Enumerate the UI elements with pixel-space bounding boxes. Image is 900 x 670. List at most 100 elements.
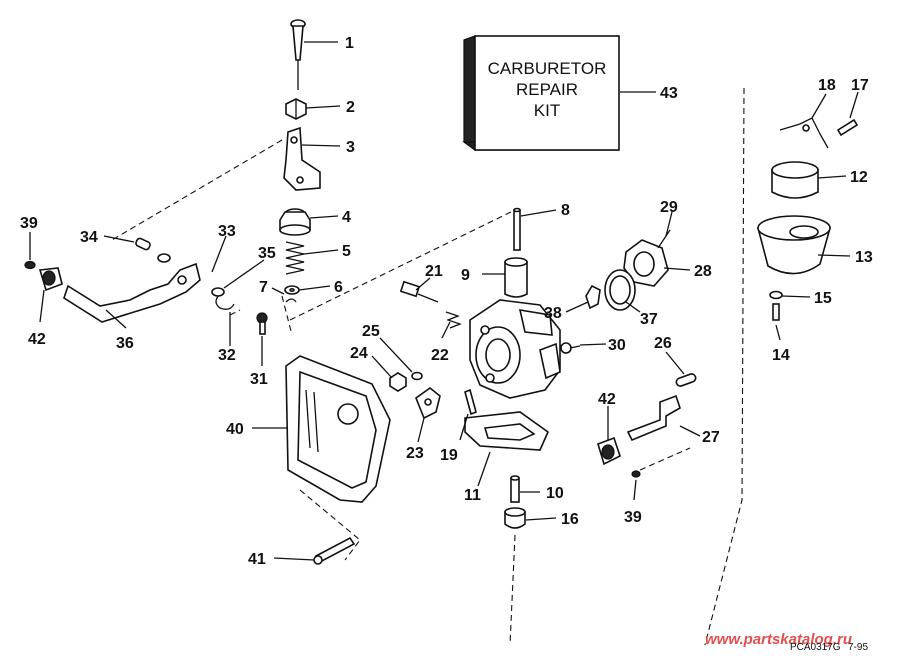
- part-5-spring: [285, 241, 305, 275]
- part-26-link: [675, 373, 697, 387]
- callout-32: 32: [218, 347, 236, 364]
- part-2-nut: [285, 98, 307, 120]
- callout-3: 3: [346, 139, 355, 156]
- callout-13: 13: [855, 249, 873, 266]
- part-24-nut: [389, 372, 407, 392]
- part-35-washer: [211, 287, 225, 297]
- callout-5: 5: [342, 243, 351, 260]
- leader-lines: [29, 41, 859, 561]
- callout-30: 30: [608, 337, 626, 354]
- callout-17: 17: [851, 77, 869, 94]
- callout-12: 12: [850, 169, 868, 186]
- date-code: 7-95: [848, 642, 868, 653]
- callout-numbers: 1 2 3 4 5 6 7 8 9 10 11 12 13 14 15 16 1…: [20, 35, 873, 568]
- part-27-link-rod: [626, 394, 681, 442]
- part-29-choke-lever: [657, 229, 671, 249]
- part-39-screw-right: [631, 470, 641, 478]
- part-18-float-arm: [779, 117, 829, 149]
- part-36-throttle-lever: [63, 262, 201, 323]
- kit-label-line-1: CARBURETOR: [488, 59, 607, 78]
- callout-38: 38: [544, 305, 562, 322]
- watermark: www.partskatalog.ru: [705, 631, 852, 648]
- callout-21: 21: [425, 263, 443, 280]
- callout-36: 36: [116, 335, 134, 352]
- callout-29: 29: [660, 199, 678, 216]
- part-22-spring: [445, 311, 462, 329]
- part-4-knob: [279, 208, 311, 236]
- part-15-washer: [769, 290, 783, 300]
- part-10-jet: [510, 475, 520, 503]
- callout-1: 1: [345, 35, 354, 52]
- part-12-float: [771, 161, 819, 199]
- footer: www.partskatalog.ru PCA0317G 7-95: [705, 631, 868, 653]
- callout-33: 33: [218, 223, 236, 240]
- part-41-screw: [313, 536, 356, 565]
- part-39-screw-left: [24, 260, 36, 270]
- callout-39-left: 39: [20, 215, 38, 232]
- kit-label-line-3: KIT: [534, 101, 560, 120]
- part-25-washer: [411, 371, 423, 381]
- callout-24: 24: [350, 345, 368, 362]
- part-3-bracket: [283, 126, 321, 191]
- callout-41: 41: [248, 551, 266, 568]
- callout-35: 35: [258, 245, 276, 262]
- reference-code: PCA0317G: [790, 642, 841, 653]
- part-42-knob-right: [597, 436, 621, 466]
- callout-42-left: 42: [28, 331, 46, 348]
- kit-label-line-2: REPAIR: [516, 80, 578, 99]
- callout-25: 25: [362, 323, 380, 340]
- part-32-clip: [215, 293, 235, 310]
- part-37-o-ring: [604, 269, 636, 311]
- callout-37: 37: [640, 311, 658, 328]
- callout-43: 43: [660, 85, 678, 102]
- callout-28: 28: [694, 263, 712, 280]
- callout-15: 15: [814, 290, 832, 307]
- part-16-plug: [504, 507, 526, 529]
- callout-10: 10: [546, 485, 564, 502]
- part-30-screw: [560, 342, 581, 354]
- part-19-pin: [464, 388, 477, 416]
- part-17-pin: [836, 118, 859, 137]
- callout-31: 31: [250, 371, 268, 388]
- callout-9: 9: [461, 267, 470, 284]
- part-6-washer: [284, 285, 300, 295]
- callout-19: 19: [440, 447, 458, 464]
- callout-11: 11: [464, 487, 481, 504]
- callout-2: 2: [346, 99, 355, 116]
- part-21-idle-screw: [399, 280, 439, 303]
- callout-39-right: 39: [624, 509, 642, 526]
- callout-40: 40: [226, 421, 244, 438]
- part-33-washer: [157, 253, 171, 263]
- part-7-clip: [285, 298, 297, 303]
- callout-42-right: 42: [598, 391, 616, 408]
- callout-26: 26: [654, 335, 672, 352]
- part-23-cam: [415, 386, 441, 420]
- callout-14: 14: [772, 347, 790, 364]
- callout-27: 27: [702, 429, 720, 446]
- part-38-gasket: [585, 284, 601, 310]
- part-42-knob-left: [38, 267, 63, 292]
- callout-6: 6: [334, 279, 343, 296]
- callout-7: 7: [259, 279, 268, 296]
- carburetor-body: [469, 299, 561, 399]
- part-13-float-bowl: [756, 215, 832, 275]
- callout-8: 8: [561, 202, 570, 219]
- part-1-pin: [290, 19, 306, 90]
- callout-34: 34: [80, 229, 98, 246]
- part-9-cup: [504, 257, 528, 298]
- part-28-choke-housing: [623, 239, 669, 287]
- part-34-bushing: [135, 237, 151, 251]
- repair-kit-box: CARBURETOR REPAIR KIT: [462, 35, 620, 152]
- callout-23: 23: [406, 445, 424, 462]
- callout-16: 16: [561, 511, 579, 528]
- callout-22: 22: [431, 347, 449, 364]
- assembly-guide-lines: [111, 87, 745, 646]
- part-14-screw: [772, 303, 780, 321]
- part-31-screw: [256, 312, 268, 335]
- callout-4: 4: [342, 209, 351, 226]
- callout-18: 18: [818, 77, 836, 94]
- part-8-needle: [513, 207, 521, 251]
- part-11-gasket: [464, 411, 549, 451]
